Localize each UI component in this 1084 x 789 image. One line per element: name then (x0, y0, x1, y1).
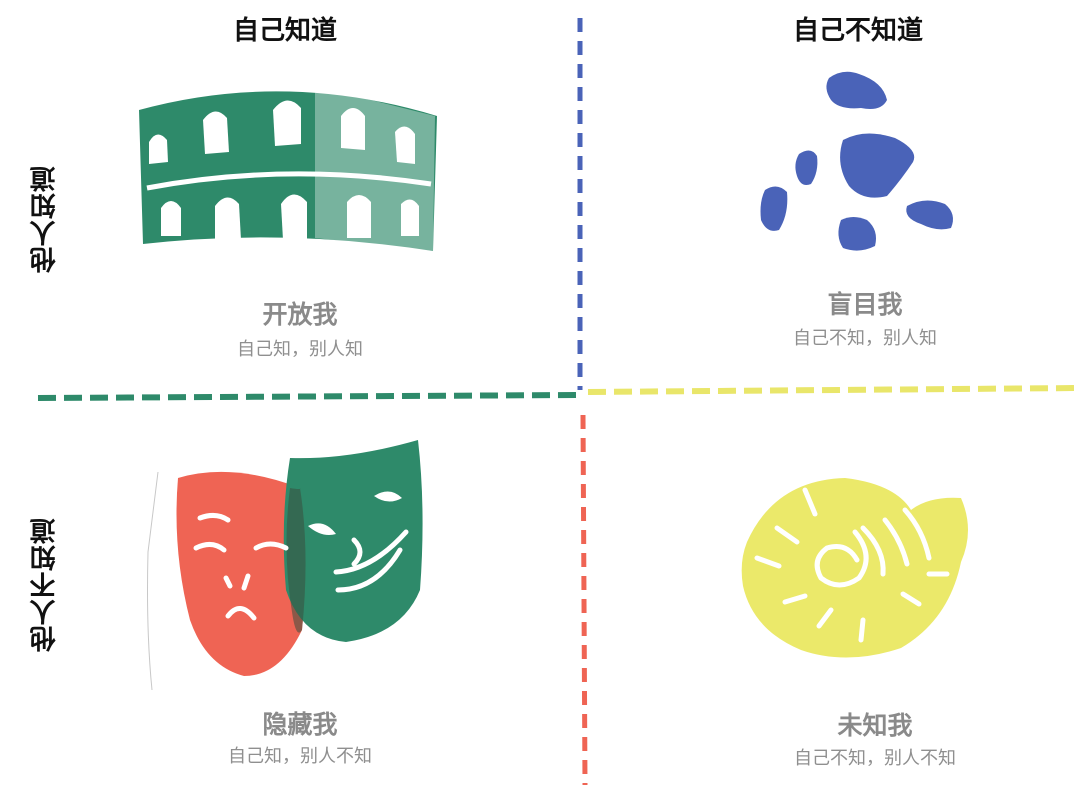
colosseum-icon (139, 86, 437, 251)
theater-masks-icon (147, 440, 423, 691)
quadrant-subtitle-hidden-self: 自己知，别人不知 (228, 746, 372, 767)
column-header-self-knows: 自己知道 (233, 16, 338, 46)
divider-horizontal-right (587, 385, 1081, 395)
column-header-self-unknown: 自己不知道 (793, 16, 924, 46)
nautilus-shell-icon (741, 478, 968, 658)
quadrant-subtitle-open-self: 自己知，别人知 (237, 339, 363, 360)
quadrant-subtitle-blind-self: 自己不知，别人知 (793, 328, 937, 349)
quadrant-title-blind-self: 盲目我 (827, 290, 903, 319)
stones-icon (760, 71, 953, 251)
divider-horizontal-left (37, 392, 579, 401)
divider-vertical-bottom (580, 414, 588, 786)
quadrant-title-open-self: 开放我 (262, 300, 338, 329)
quadrant-title-hidden-self: 隐藏我 (262, 710, 338, 739)
quadrant-subtitle-unknown-self: 自己不知，别人不知 (794, 748, 956, 769)
quadrant-title-unknown-self: 未知我 (837, 711, 913, 740)
